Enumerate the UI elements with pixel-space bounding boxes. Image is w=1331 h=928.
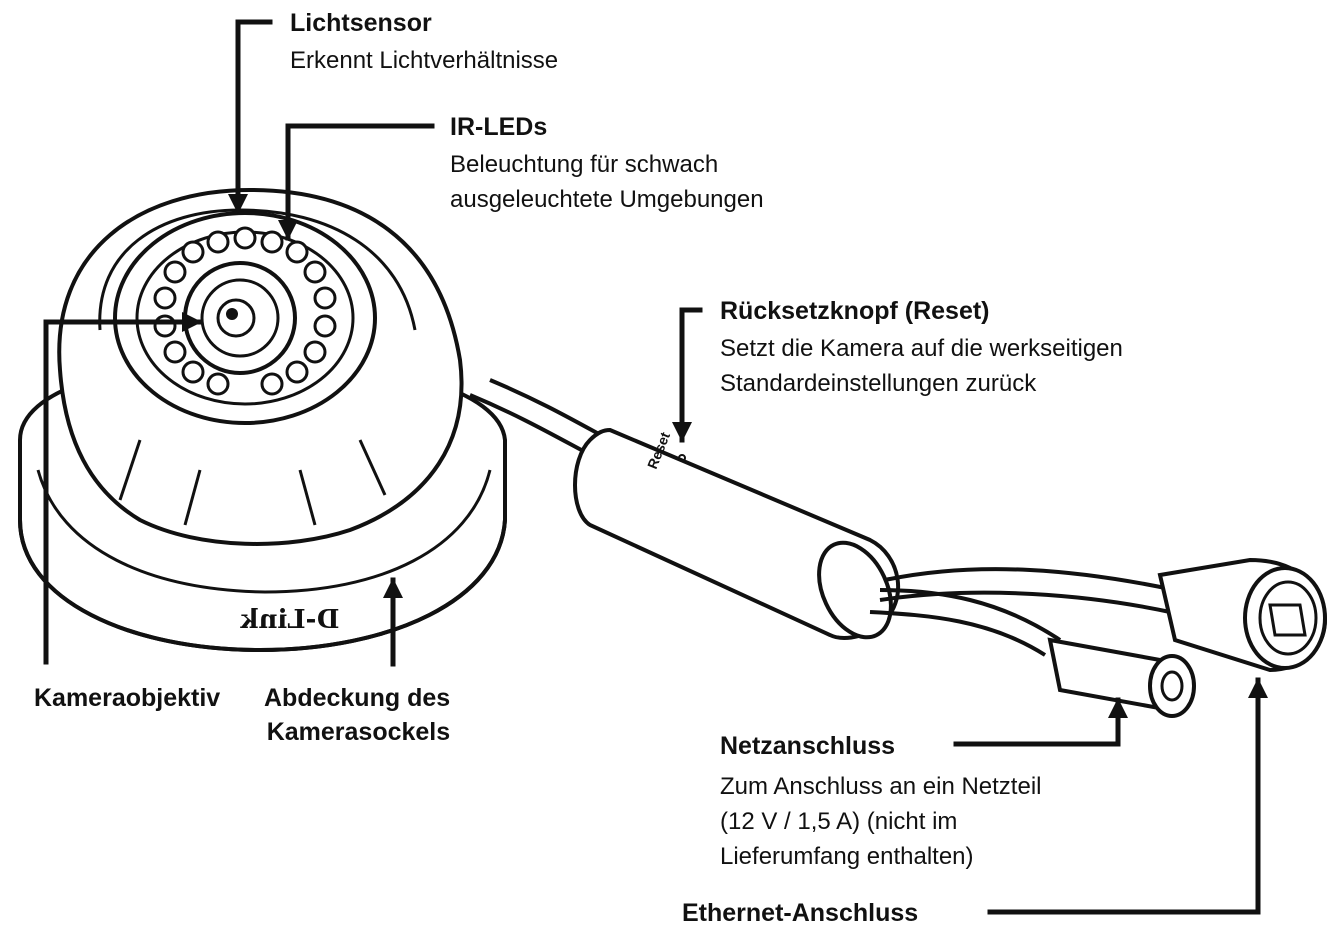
light-sensor-desc: Erkennt Lichtverhältnisse: [290, 47, 559, 74]
callout-ir-leds: IR-LEDs Beleuchtung für schwach ausgeleu…: [450, 112, 764, 217]
ir-leds-title: IR-LEDs: [450, 113, 548, 141]
ir-leds-desc-line1: Beleuchtung für schwach: [450, 151, 719, 178]
base-cover-title-line2: Kamerasockels: [266, 718, 451, 746]
leader-ethernet: [987, 677, 1268, 915]
ethernet-connector: [1157, 557, 1328, 673]
callout-power: Netzanschluss Zum Anschluss an ein Netzt…: [720, 731, 1041, 874]
leader-reset: [672, 307, 703, 443]
power-jack: [1047, 637, 1196, 718]
ir-led-ring: [153, 226, 337, 396]
leader-lens: [43, 312, 203, 665]
dome-camera: [18, 188, 507, 652]
callout-reset: Rücksetzknopf (Reset) Setzt die Kamera a…: [720, 296, 1123, 401]
leader-power: [953, 697, 1128, 747]
power-desc-line1: Zum Anschluss an ein Netzteil: [720, 773, 1042, 800]
leader-lines: [43, 19, 1268, 915]
brand-logo: D-Link: [240, 605, 340, 635]
base-cover-title-line1: Abdeckung des: [264, 684, 451, 712]
reset-desc-line2: Standardeinstellungen zurück: [720, 370, 1037, 397]
reset-title: Rücksetzknopf (Reset): [720, 297, 990, 325]
camera-lens: [183, 261, 297, 375]
light-sensor-title: Lichtsensor: [290, 9, 432, 37]
power-desc-line3: Lieferumfang enthalten): [720, 843, 974, 870]
power-desc-line2: (12 V / 1,5 A) (nicht im: [720, 808, 958, 835]
leader-ir-leds: [278, 123, 435, 241]
leader-light-sensor: [228, 19, 273, 215]
callout-lens: Kameraobjektiv: [34, 684, 221, 712]
reset-module: [573, 427, 900, 640]
callout-base-cover: Abdeckung des Kamerasockels: [264, 683, 450, 747]
ir-leds-desc-line2: ausgeleuchtete Umgebungen: [450, 186, 764, 213]
power-title: Netzanschluss: [720, 732, 896, 760]
reset-desc-line1: Setzt die Kamera auf die werkseitigen: [720, 335, 1123, 362]
callout-ethernet: Ethernet-Anschluss: [682, 899, 919, 927]
callout-light-sensor: Lichtsensor Erkennt Lichtverhältnisse: [290, 8, 558, 78]
